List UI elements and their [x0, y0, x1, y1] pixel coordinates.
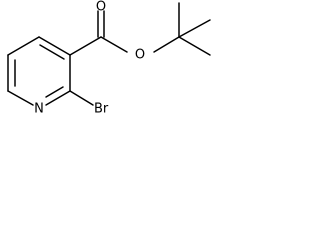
atom-label-carbonyl-oxygen: O — [96, 0, 106, 15]
chemical-structure: O O N Br — [7, 0, 211, 117]
ring-double-bond-c4-c3-inner — [39, 44, 65, 60]
ring-double-bond-n1-c2-inner — [45, 86, 64, 98]
atom-label-nitrogen: N — [34, 102, 44, 117]
ring-bond-n1-c2 — [45, 90, 71, 106]
bond-tert-carbon-methyl-right — [178, 19, 211, 38]
ring-bond-c6-n1 — [7, 90, 34, 106]
bond-ester-oxygen-tert-carbon — [153, 36, 180, 53]
bond-carbonyl-carbon-ester-oxygen — [100, 36, 128, 53]
bond-c3-carbonyl-carbon — [69, 36, 102, 56]
atom-label-ester-oxygen: O — [135, 48, 145, 63]
ring-bond-c4-c5 — [7, 36, 40, 56]
bond-tert-carbon-methyl-lower — [178, 36, 211, 56]
bond-c2-bromine — [69, 90, 94, 106]
atom-label-bromine: Br — [94, 102, 109, 117]
ring-bond-c4-c3 — [38, 36, 71, 56]
